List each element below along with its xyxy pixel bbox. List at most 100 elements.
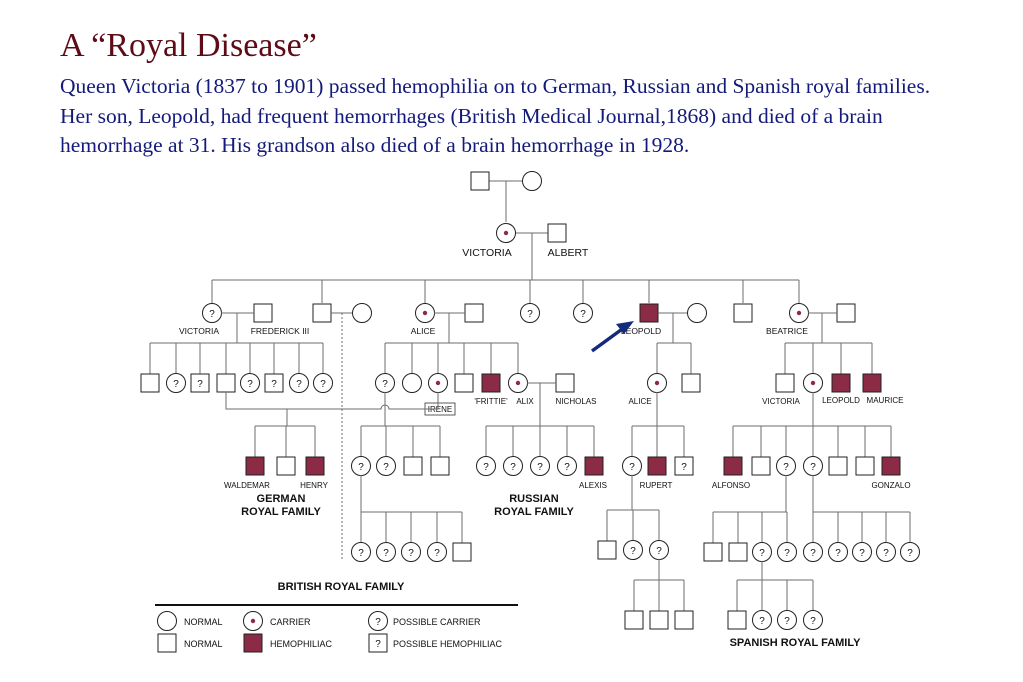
spanish-family-label: SPANISH ROYAL FAMILY: [730, 637, 861, 649]
spanish-gen6-2: ?: [777, 610, 797, 630]
nicholas: [555, 373, 575, 393]
beatrice-husband: [836, 303, 856, 323]
son-normal: [733, 303, 753, 323]
question-mark: ?: [510, 462, 516, 473]
male-square: [836, 303, 856, 323]
legend-normal-male: NORMAL: [184, 639, 223, 649]
female-circle: [376, 542, 396, 562]
british-son-wife: [352, 303, 372, 323]
daughter-possible-carrier-2: ?: [573, 303, 593, 323]
male-square: [245, 456, 265, 476]
legend-hemophiliac: HEMOPHILIAC: [270, 639, 333, 649]
female-circle: [557, 456, 577, 476]
russian-children-0: ?: [476, 456, 496, 476]
russian-family-label-line: RUSSIAN: [509, 493, 559, 505]
question-mark: ?: [759, 548, 765, 559]
german-gen3-0: [140, 373, 160, 393]
male-square: [649, 610, 669, 630]
alice-children-5: [508, 373, 528, 393]
alice-children-4: [481, 373, 501, 393]
female-circle: [427, 542, 447, 562]
female-circle: [752, 610, 772, 630]
german-gen3-5: ?: [264, 373, 284, 393]
male-square: [481, 373, 501, 393]
male-square: [855, 456, 875, 476]
albert: [547, 223, 567, 243]
maurice-name: MAURICE: [867, 396, 904, 405]
british-gen5-3: ?: [427, 542, 447, 562]
spanish-gen5a-0: [703, 542, 723, 562]
male-square: [276, 456, 296, 476]
female-circle: [166, 373, 186, 393]
carrier-dot: [250, 618, 256, 624]
spanish-gen4-6: [881, 456, 901, 476]
female-circle: [573, 303, 593, 323]
legend-possible-carrier: POSSIBLE CARRIER: [393, 617, 481, 627]
male-square: [452, 542, 472, 562]
carrier-dot: [810, 380, 816, 386]
male-square: [681, 373, 701, 393]
german-children-0: [245, 456, 265, 476]
alice-husband: [464, 303, 484, 323]
male-square: [831, 373, 851, 393]
question-mark: ?: [271, 379, 277, 390]
british-family-label-line: BRITISH ROYAL FAMILY: [278, 581, 405, 593]
russian-children-4: [584, 456, 604, 476]
question-mark: ?: [382, 379, 388, 390]
leopold-grandchildren-0: ?: [622, 456, 642, 476]
male-square: [243, 633, 263, 653]
question-mark: ?: [630, 546, 636, 557]
female-circle: [803, 542, 823, 562]
british-gen5-2: ?: [401, 542, 421, 562]
russian-children-2: ?: [530, 456, 550, 476]
leopold: [639, 303, 659, 323]
male-square: [464, 303, 484, 323]
question-mark: ?: [247, 379, 253, 390]
question-mark: ?: [564, 462, 570, 473]
question-mark: ?: [296, 379, 302, 390]
spanish-gen6-0: [727, 610, 747, 630]
alice-leopold-name: ALICE: [628, 397, 651, 406]
german-gen3-3: [216, 373, 236, 393]
question-mark: ?: [527, 309, 533, 320]
german-gen3-7: ?: [313, 373, 333, 393]
female-circle: [402, 373, 422, 393]
slide-title: A “Royal Disease”: [60, 27, 317, 64]
leopold-gen6-1: [649, 610, 669, 630]
question-mark: ?: [810, 462, 816, 473]
carrier-dot: [503, 230, 509, 236]
carrier-dot: [435, 380, 441, 386]
question-mark: ?: [810, 616, 816, 627]
male-square: [555, 373, 575, 393]
pointer-arrow-head: [616, 321, 634, 334]
female-circle: [376, 456, 396, 476]
question-mark: ?: [375, 639, 381, 650]
question-mark: ?: [859, 548, 865, 559]
question-mark: ?: [810, 548, 816, 559]
german-gen3-4: ?: [240, 373, 260, 393]
spanish-family-label-line: SPANISH ROYAL FAMILY: [730, 637, 861, 649]
slide-subtitle: Queen Victoria (1837 to 1901) passed hem…: [60, 74, 931, 157]
spanish-gen5b-0: ?: [803, 542, 823, 562]
female-circle: [351, 542, 371, 562]
male-square: [674, 456, 694, 476]
beatrice-children-0: [775, 373, 795, 393]
russian-family-label-line: ROYAL FAMILY: [494, 506, 574, 518]
female-circle: [687, 303, 707, 323]
german-family-label-line: GERMAN: [257, 493, 306, 505]
question-mark: ?: [580, 309, 586, 320]
victoria-daughter-name: VICTORIA: [179, 326, 219, 336]
male-square: [881, 456, 901, 476]
spanish-gen5b-2: ?: [852, 542, 872, 562]
male-square: [216, 373, 236, 393]
male-square: [624, 610, 644, 630]
leopold-wife: [687, 303, 707, 323]
question-mark: ?: [408, 548, 414, 559]
leopold-gen5-2: ?: [649, 540, 669, 560]
spanish-gen4-0: [723, 456, 743, 476]
question-mark: ?: [358, 462, 364, 473]
female-circle: [368, 611, 388, 631]
gonzalo-name: GONZALO: [871, 481, 910, 490]
male-square: [674, 610, 694, 630]
